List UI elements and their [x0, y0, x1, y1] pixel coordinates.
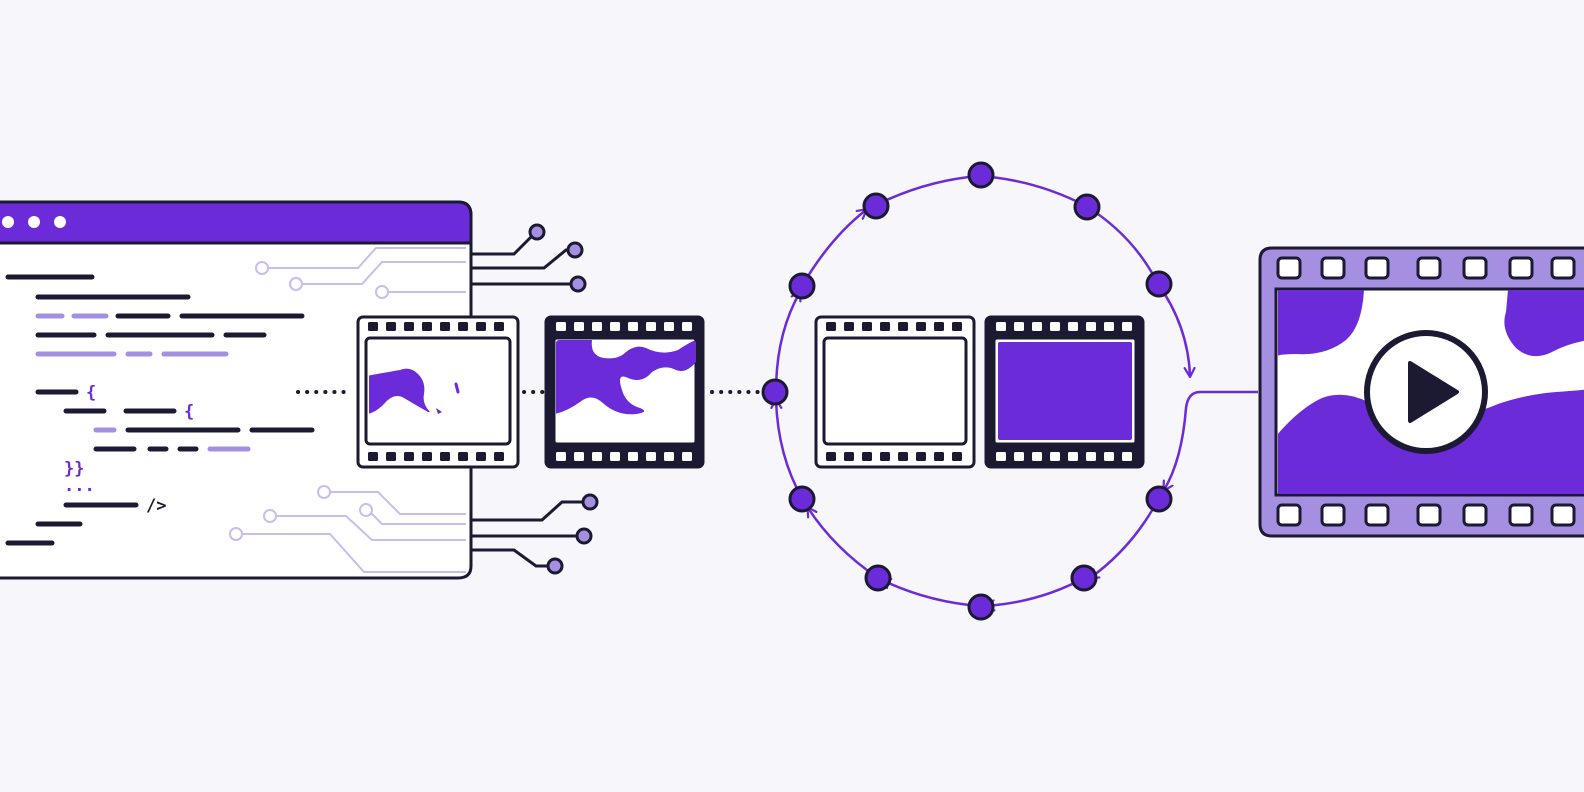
film-frame-icon	[984, 315, 1145, 469]
film-perforations-top	[826, 322, 962, 331]
film-perforations-top	[368, 322, 504, 331]
code-ellipsis: ...	[64, 476, 95, 496]
video-player-icon	[1258, 246, 1584, 538]
code-brace-1: {	[86, 383, 96, 403]
film-perforations-bottom	[996, 452, 1132, 461]
code-close-braces: }}	[64, 459, 84, 479]
frame-2-shape	[556, 340, 696, 415]
code-glyphs: { { }} ... />	[64, 383, 194, 516]
film-perforations-bottom	[368, 452, 504, 461]
loop-nodes	[761, 161, 1173, 621]
film-perforations-bottom	[556, 452, 692, 461]
code-lines	[5, 274, 315, 546]
film-frame-icon	[356, 315, 520, 469]
film-perforations-bottom	[1276, 503, 1576, 527]
code-brace-2: {	[184, 402, 194, 422]
circuit-traces-outer	[471, 234, 586, 568]
code-self-close: />	[146, 496, 166, 516]
film-perforations-top	[1276, 256, 1576, 280]
window-control-dots	[2, 216, 66, 228]
film-perforations-bottom	[826, 452, 962, 461]
film-frame-icon	[814, 315, 976, 469]
film-frame-icon	[544, 315, 705, 469]
circuit-nodes-outer	[528, 223, 599, 575]
circuit-traces-inner	[242, 247, 466, 573]
play-icon[interactable]	[1364, 330, 1488, 454]
circuit-nodes-inner	[229, 261, 389, 541]
frame-1-shape	[369, 368, 460, 414]
code-editor-icon: { { }} ... />	[0, 200, 473, 580]
film-perforations-top	[556, 322, 692, 331]
film-perforations-top	[996, 322, 1132, 331]
loop-cycle-icon	[761, 161, 1258, 621]
